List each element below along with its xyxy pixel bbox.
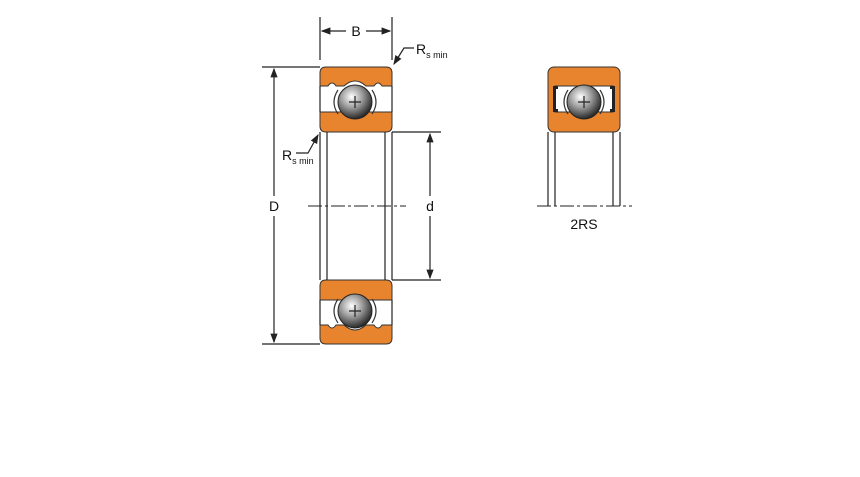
radius-label-left: Rs min bbox=[282, 147, 314, 166]
bore-diameter-label: d bbox=[426, 198, 434, 214]
radius-callout-left: Rs min bbox=[282, 133, 319, 166]
cage-right-icon bbox=[371, 298, 377, 324]
bore-lines bbox=[308, 132, 406, 280]
outer-diameter-dimension: D bbox=[262, 66, 320, 345]
radius-label-top: Rs min bbox=[416, 41, 448, 60]
outer-ring-top bbox=[319, 66, 393, 87]
seal-right-icon bbox=[610, 86, 615, 112]
bore-diameter-dimension: d bbox=[392, 131, 441, 281]
bearing-top-section bbox=[319, 66, 393, 133]
seal-variant-label: 2RS bbox=[570, 216, 597, 232]
width-label: B bbox=[351, 23, 360, 39]
seal-left-icon bbox=[553, 86, 558, 112]
outer-ring-bottom bbox=[319, 324, 393, 345]
bearing-bottom-section bbox=[319, 279, 393, 345]
cage-right-icon bbox=[371, 89, 377, 115]
cage-left-icon bbox=[333, 298, 339, 324]
cage-left-icon bbox=[333, 89, 339, 115]
sealed-bearing-variant: 2RS bbox=[537, 66, 632, 232]
width-dimension: B bbox=[319, 17, 393, 60]
outer-diameter-label: D bbox=[269, 198, 279, 214]
radius-callout-top: Rs min bbox=[393, 41, 448, 66]
